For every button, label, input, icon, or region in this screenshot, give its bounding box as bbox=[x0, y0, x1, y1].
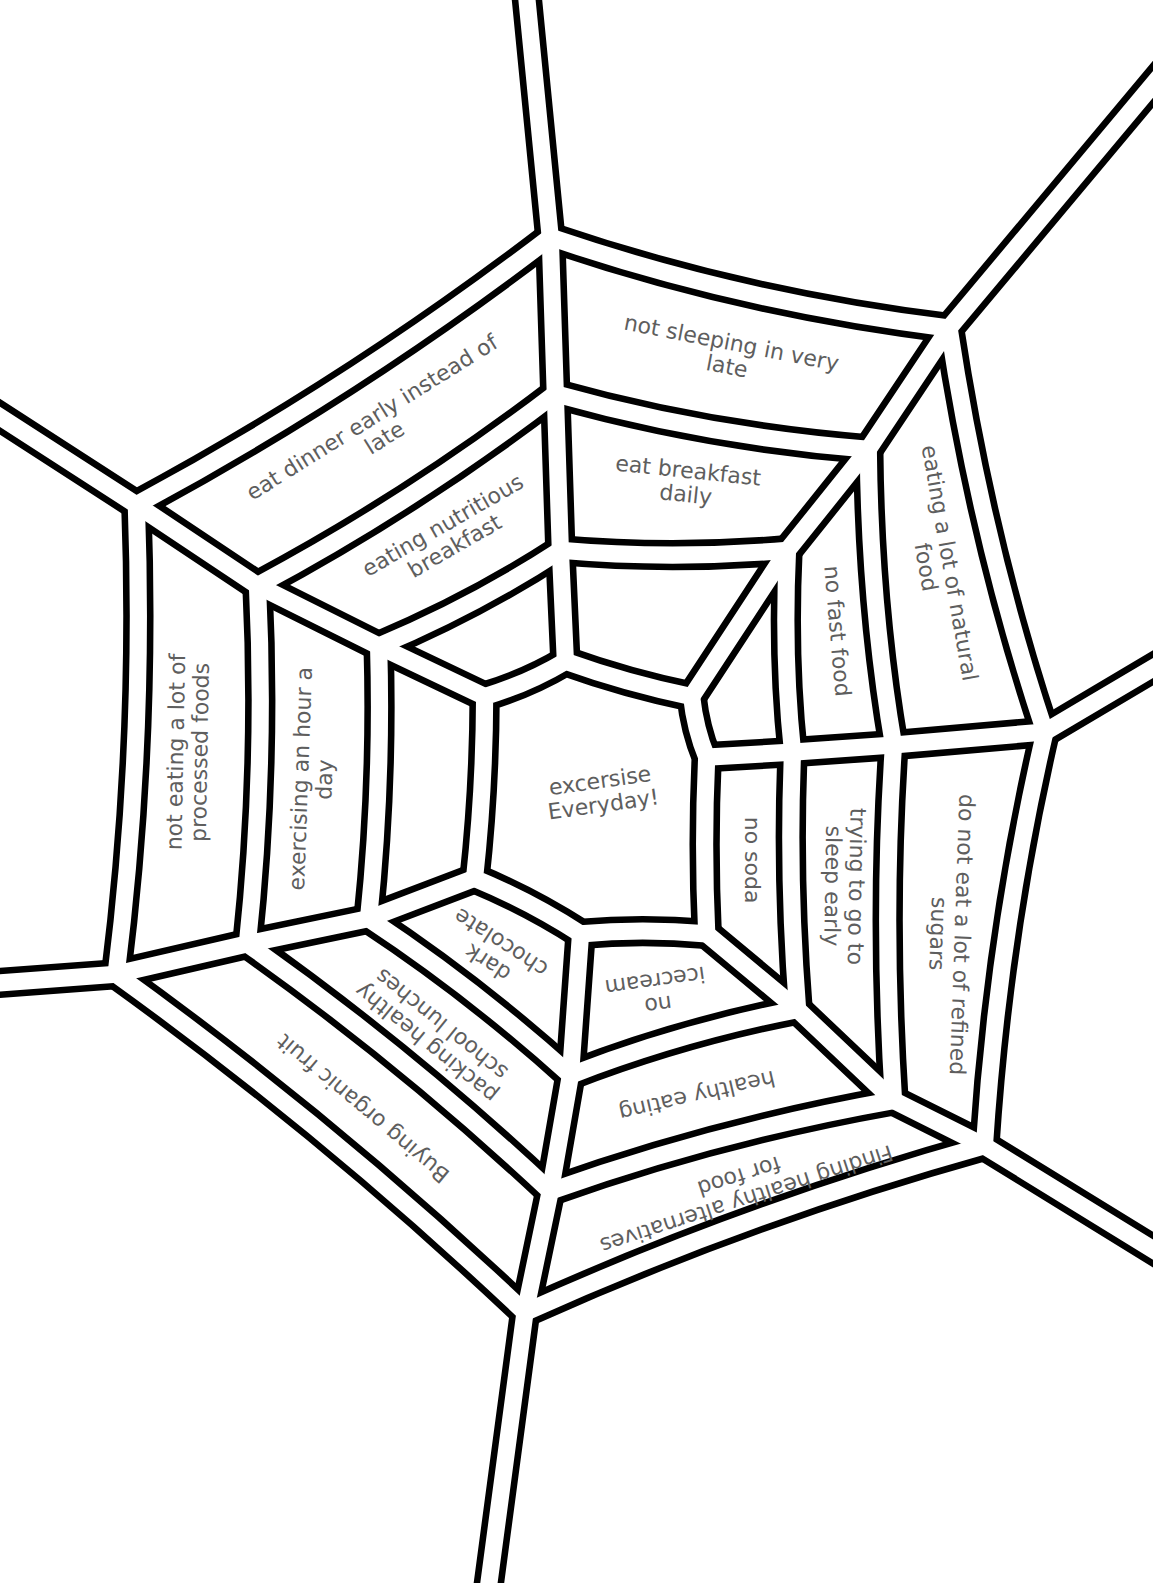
web-cell: do not eat a lot of refined sugars bbox=[920, 782, 979, 1086]
cell-text: no soda bbox=[739, 795, 763, 926]
cell-text: not sleeping in very late bbox=[615, 310, 842, 400]
cell-text: exercising an hour a day bbox=[284, 652, 341, 906]
web-strand-outline bbox=[475, 661, 707, 934]
web-strand-fill bbox=[475, 661, 707, 934]
cell-text: not eating a lot of processed foods bbox=[162, 595, 216, 909]
web-center: excersise Everyday! bbox=[523, 759, 680, 828]
web-cell: eat breakfast daily bbox=[589, 449, 785, 517]
cell-text: eat breakfast daily bbox=[589, 449, 785, 517]
web-cell: not sleeping in very late bbox=[615, 310, 842, 400]
web-cell: no soda bbox=[739, 795, 763, 926]
web-strand-fill bbox=[485, 934, 581, 1583]
cell-text: no icecream bbox=[593, 960, 720, 1025]
cell-text: do not eat a lot of refined sugars bbox=[920, 782, 979, 1086]
web-strand-outline bbox=[0, 878, 475, 984]
web-strand-fill bbox=[0, 878, 475, 984]
cell-text: trying to go to sleep early bbox=[818, 775, 870, 998]
cell-text: no fast food bbox=[818, 549, 856, 712]
web-strand-fill bbox=[707, 934, 1153, 1267]
cell-text: excersise Everyday! bbox=[523, 759, 680, 828]
web-cell: no icecream bbox=[593, 960, 720, 1025]
web-cell: not eating a lot of processed foods bbox=[162, 595, 216, 909]
web-cell: no fast food bbox=[818, 549, 856, 712]
web-cell: trying to go to sleep early bbox=[818, 775, 870, 998]
web-strand-fill bbox=[525, 0, 565, 661]
web-cell: exercising an hour a day bbox=[284, 652, 341, 906]
